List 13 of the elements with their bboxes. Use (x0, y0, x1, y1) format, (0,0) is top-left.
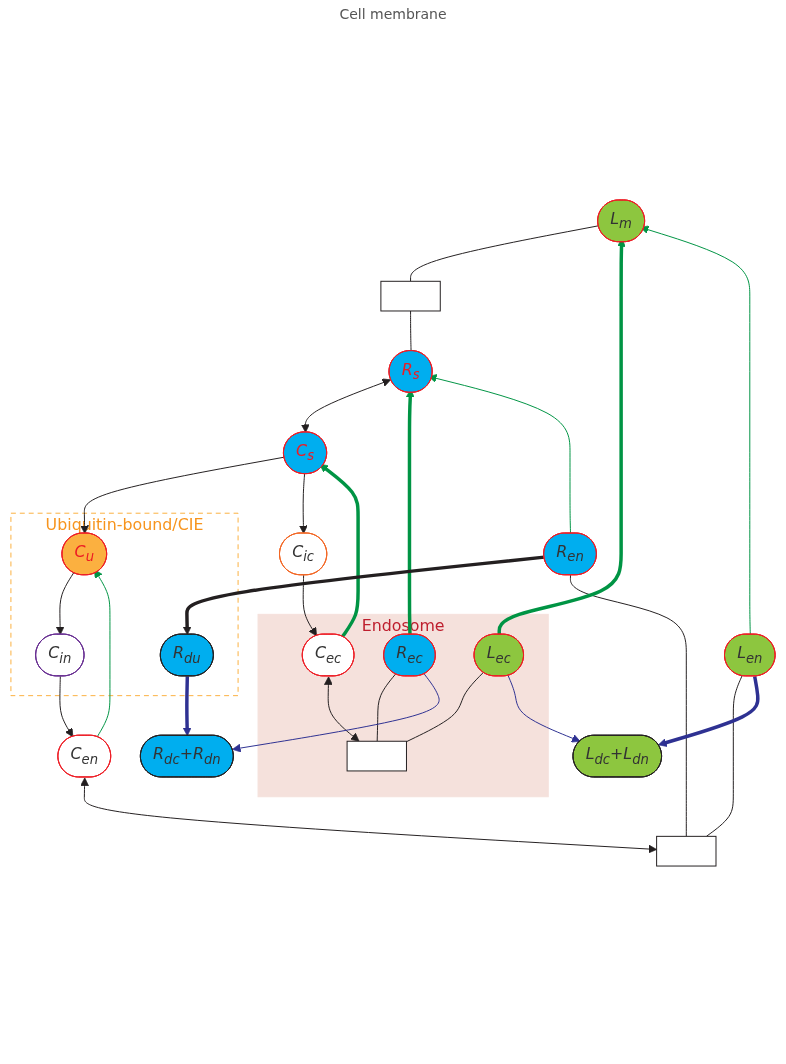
connector (410, 310, 412, 352)
arrow (182, 676, 192, 737)
node-box (656, 835, 717, 867)
connector (569, 574, 687, 837)
connector (410, 225, 600, 282)
membrane-label: Cell membrane (339, 6, 447, 22)
arrow (658, 676, 760, 747)
arrow (319, 463, 360, 638)
node-box (380, 280, 441, 312)
node-box (346, 740, 407, 772)
connector (376, 673, 397, 742)
connector (705, 675, 743, 837)
connector (405, 671, 484, 743)
